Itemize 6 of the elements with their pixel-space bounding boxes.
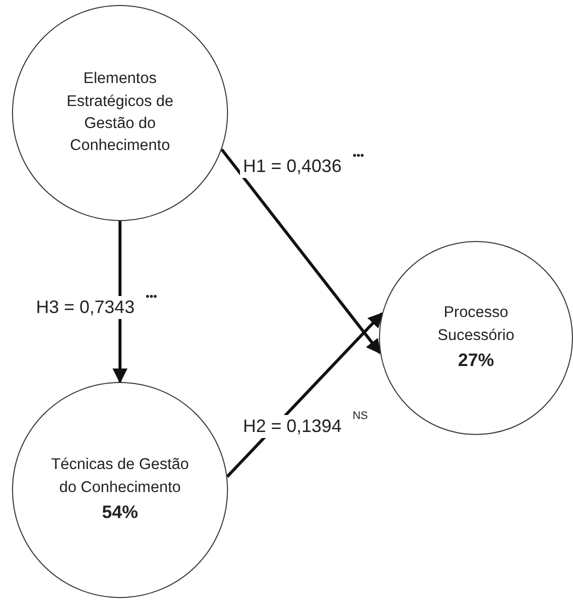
construct-name: Processo Sucessório xyxy=(436,303,516,346)
construct-name: Técnicas de Gestão do Conhecimento xyxy=(50,455,190,498)
r-squared-value: 54% xyxy=(102,501,138,524)
arrow xyxy=(220,148,382,354)
r-squared-value: 27% xyxy=(458,349,494,372)
construct-name: Elementos Estratégicos de Gestão do Conhecimento xyxy=(66,69,174,156)
